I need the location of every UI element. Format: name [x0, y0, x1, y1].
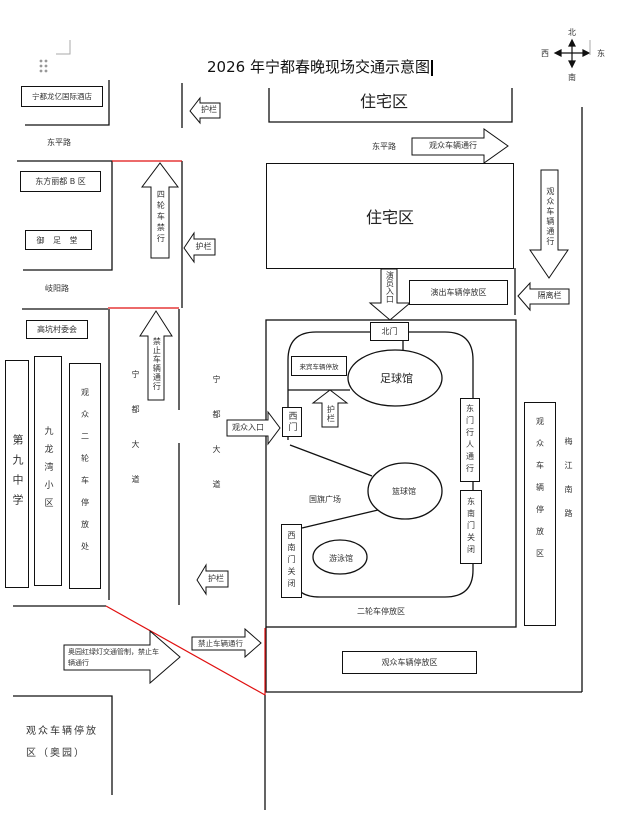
- compass-north: 北: [568, 28, 576, 37]
- no-vehicles-vertical-text: 禁止车辆通行: [152, 337, 162, 391]
- swimming-hall: [312, 539, 368, 575]
- road-dongping-right: 东平路: [372, 142, 396, 151]
- performer-entry-text: 演员入口: [385, 271, 395, 303]
- audience-through-vertical-arrow: [529, 169, 569, 279]
- drag-handle-icon: [39, 59, 48, 73]
- corner-mark: [56, 40, 71, 55]
- guardrail-inner-arrow: [311, 389, 349, 428]
- performer-entry-arrow: [368, 268, 412, 321]
- basketball-hall: [367, 462, 443, 520]
- aoyuan-control-arrow: [63, 629, 181, 685]
- audience-entry-arrow: [226, 410, 281, 446]
- guardrail-arrow-mid: [183, 231, 216, 264]
- residential-mid-box: 住宅区: [266, 163, 514, 269]
- school-box: 第九中学: [5, 360, 29, 588]
- swimming-label: 游泳馆: [329, 554, 353, 563]
- compass-icon: [553, 38, 591, 69]
- road-ningdu-east: 宁都大道: [212, 375, 221, 515]
- no-vehicles-vertical-arrow: [139, 310, 173, 401]
- twowheel-west-box: 观众二轮车停放处: [69, 363, 101, 589]
- guardrail-mid-text: 护栏: [195, 241, 212, 251]
- cunweihui-box: 高坑村委会: [26, 320, 88, 339]
- guardrail-bottom-text: 护栏: [208, 573, 224, 583]
- four-wheel-text: 四轮车禁行: [156, 189, 166, 245]
- audience-through-vertical-text: 观众车辆通行: [545, 187, 555, 247]
- barrier-arrow: [517, 281, 570, 312]
- basketball-label: 篮球馆: [392, 487, 416, 496]
- football-label: 足球馆: [380, 372, 413, 385]
- audience-parking-south-box: 观众车辆停放区: [342, 651, 477, 674]
- road-gufeng: 岐阳路: [45, 284, 69, 293]
- hotel-box: 宁都龙亿国际酒店: [21, 86, 103, 107]
- twowheel-area-label: 二轮车停放区: [357, 607, 405, 616]
- compass-east: 东: [597, 49, 605, 58]
- text-cursor: [430, 59, 433, 76]
- title-text: 2026 年宁都春晚现场交通示意图: [207, 58, 430, 76]
- west-gate-box: 西门: [282, 407, 302, 437]
- yuzutang-box: 御 足 堂: [25, 230, 92, 250]
- audience-through-arrow: [411, 128, 509, 164]
- southwest-gate-box: 西南门关闭: [281, 524, 302, 598]
- compass-west: 西: [541, 49, 549, 58]
- barrier-text: 隔离栏: [537, 291, 562, 301]
- red-boundary: [105, 160, 266, 696]
- north-gate-box: 北门: [370, 322, 409, 341]
- special-parking-box: 来宾车辆停放: [291, 356, 347, 376]
- page-title: 2026 年宁都春晚现场交通示意图: [207, 56, 433, 77]
- four-wheel-arrow: [141, 162, 179, 259]
- aoyuan-control-text: 奥园红绿灯交通管制，禁止车辆通行: [68, 647, 159, 667]
- compass-south: 南: [568, 73, 576, 82]
- no-vehicles-horizontal-arrow: [191, 627, 262, 659]
- audience-parking-east-box: 观众车辆停放区: [524, 402, 556, 626]
- road-dongping-left: 东平路: [47, 138, 71, 147]
- guardrail-arrow-bottom: [196, 563, 229, 596]
- audience-through-text: 观众车辆通行: [429, 141, 477, 151]
- road-meijiang: 梅江南路: [564, 437, 573, 533]
- plaza-label: 国旗广场: [309, 495, 341, 504]
- audience-entry-text: 观众入口: [232, 422, 264, 432]
- no-vehicles-horizontal-text: 禁止车辆通行: [198, 638, 243, 648]
- road-ningdu-west: 宁都大道: [131, 370, 140, 510]
- guardrail-arrow-top: [189, 96, 221, 125]
- residential-top-label: 住宅区: [360, 92, 409, 111]
- southeast-gate-box: 东南门关闭: [460, 490, 482, 564]
- east-gate-box: 东门行人通行: [460, 398, 480, 482]
- performer-parking-box: 演出车辆停放区: [409, 280, 508, 305]
- guardrail-inner-text: 护栏: [326, 405, 336, 423]
- guardrail-top-text: 护栏: [201, 105, 217, 115]
- aoyuan-parking-label: 观众车辆停放区（奥园）: [26, 726, 98, 759]
- jiulongwan-box: 九龙湾小区: [34, 356, 62, 586]
- football-hall: [347, 349, 443, 407]
- dongfang-box: 东方丽都 B 区: [20, 171, 101, 192]
